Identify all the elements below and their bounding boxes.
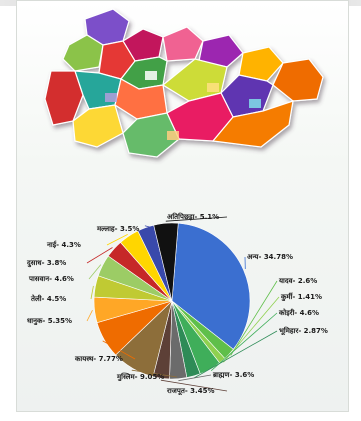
- pie-leader-line: [86, 310, 93, 322]
- pie-slice-label: यादव- 2.6%: [278, 277, 317, 285]
- map-district-region: [62, 34, 104, 72]
- map-district-region: [238, 46, 284, 82]
- pie-slice-label: अतिपिछड़ा- 5.1%: [167, 212, 219, 221]
- pie-slice-label: मुस्लिम- 9.05%: [116, 372, 164, 382]
- pie-leader-line: [165, 216, 228, 222]
- pie-slice-label: ब्राह्मण- 3.6%: [212, 371, 254, 379]
- pie-leader-line: [88, 264, 102, 280]
- state-district-map: [44, 8, 324, 158]
- pie-leader-line: [160, 379, 228, 392]
- map-district-region: [198, 34, 244, 68]
- map-district-region: [211, 100, 294, 148]
- infographic-panel: अन्य- 34.78% यादव- 2.6% कुर्मी- 1.41% कोइरी…: [16, 0, 349, 412]
- map-district-region: [105, 93, 117, 102]
- pie-slice-label: कुर्मी- 1.41%: [280, 292, 322, 302]
- map-district-region: [249, 99, 261, 108]
- pie-slice-label: राजपूत- 3.45%: [166, 387, 214, 396]
- map-district-region: [145, 71, 157, 80]
- map-district-region: [167, 131, 179, 140]
- pie-slice-label: तेली- 4.5%: [30, 294, 66, 303]
- pie-leader-line: [210, 312, 278, 372]
- pie-leader-line: [86, 247, 113, 264]
- pie-slice-label: मल्लाह- 3.5%: [96, 225, 139, 233]
- caste-pie-chart: अन्य- 34.78% यादव- 2.6% कुर्मी- 1.41% कोइरी…: [26, 212, 328, 396]
- pie-slice-label: पासवान- 4.6%: [28, 275, 74, 283]
- pie-leader-line: [90, 285, 94, 300]
- pie-slice-label: कायस्थ- 7.77%: [74, 355, 123, 363]
- pie-slice-label: दुसाध- 3.8%: [26, 259, 66, 268]
- pie-leader-line: [230, 280, 278, 356]
- pie-slice-label: नाई- 4.3%: [46, 240, 81, 249]
- pie-leader-line: [102, 340, 136, 360]
- pie-slice-label: भूमिहार- 2.87%: [279, 326, 328, 336]
- pie-leader-line: [106, 234, 128, 246]
- pie-leader-line: [131, 369, 178, 378]
- pie-leader-line: [194, 330, 278, 379]
- pie-leader-line: [178, 374, 212, 382]
- pie-slice-label: अन्य- 34.78%: [247, 253, 293, 261]
- pie-slice: [171, 222, 251, 350]
- map-district-region: [207, 83, 219, 92]
- pie-slice-label: धानुक- 5.35%: [27, 317, 72, 326]
- pie-slice: [153, 222, 179, 302]
- map-district-region: [162, 26, 204, 62]
- pie-slice-label: कोइरी- 4.6%: [278, 308, 319, 317]
